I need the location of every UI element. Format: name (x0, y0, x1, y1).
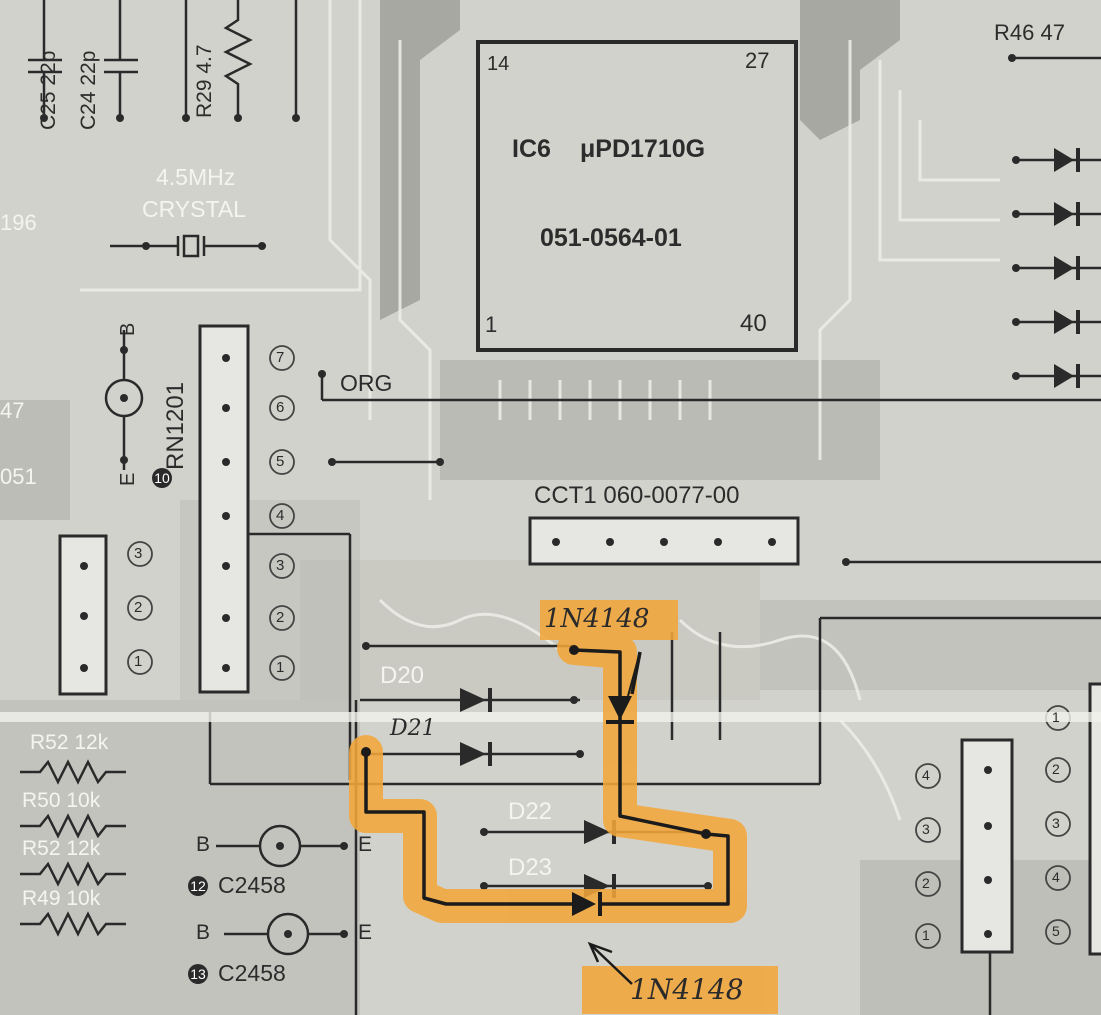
right-header-right-pin-2: 2 (1052, 761, 1060, 777)
top-left-components (28, 0, 298, 258)
small-header-pin-3: 3 (134, 545, 143, 562)
header-pin-3: 3 (276, 557, 285, 574)
rn1201-pin-e: E (117, 472, 139, 486)
crystal-freq: 4.5MHz (156, 164, 236, 190)
annotation-1n4148-top: 1N4148 (544, 604, 650, 634)
edge-label-051: 051 (0, 464, 37, 489)
right-header-left-pin-1: 1 (922, 927, 930, 943)
header-pin-7: 7 (276, 349, 285, 366)
tall-header-pin-rings (269, 345, 295, 681)
q13-number: 13 (188, 964, 208, 984)
top-left-pads (40, 114, 300, 250)
right-edge-diodes (318, 54, 1080, 466)
q12-part: C2458 (218, 872, 286, 898)
right-header-right-pin-4: 4 (1052, 869, 1060, 885)
fold-line (0, 712, 1101, 722)
header-pin-1: 1 (276, 659, 285, 676)
r52-top-label: R52 12k (30, 731, 109, 754)
hand-drawn-diodes (361, 645, 711, 916)
r29-label: R29 4.7 (193, 44, 216, 118)
q12-number: 12 (188, 876, 208, 896)
small-header-pin-1: 1 (134, 653, 143, 670)
cct1-label: CCT1 060-0077-00 (534, 482, 740, 509)
rn1201-number: 10 (152, 468, 172, 488)
right-header-left-pin-2: 2 (922, 875, 930, 891)
r52-bottom-label: R52 12k (22, 837, 101, 860)
right-header-right-pin-5: 5 (1052, 923, 1060, 939)
annotation-1n4148-bottom: 1N4148 (630, 973, 744, 1006)
right-header-right-pin-3: 3 (1052, 815, 1060, 831)
ic6-pin-br: 40 (740, 310, 767, 337)
d21-label: D21 (390, 716, 436, 741)
rn1201-label: RN1201 (162, 381, 189, 470)
ic6-part-number: μPD1710G (580, 135, 706, 163)
ic6-pin-tl: 14 (487, 53, 510, 75)
crystal-label: CRYSTAL (142, 196, 246, 222)
bottom-left-resistors (20, 759, 126, 937)
r50-label: R50 10k (22, 789, 101, 812)
right-header (960, 738, 1014, 954)
right-header-right-pin-1: 1 (1052, 709, 1060, 725)
d20-label: D20 (380, 662, 425, 689)
edge-label-196: 196 (0, 210, 37, 235)
header-pin-4: 4 (276, 507, 285, 524)
right-header-left-pin-4: 4 (922, 767, 930, 783)
c25-label: C25 22p (37, 50, 60, 130)
transistors (216, 824, 344, 956)
d23-label: D23 (508, 854, 553, 881)
tall-header (198, 324, 250, 694)
ic6-pin-bl: 1 (485, 312, 498, 337)
r49-label: R49 10k (22, 887, 101, 910)
rn1201-pin-b: B (117, 322, 139, 336)
rn1201-symbol (104, 330, 144, 470)
q12-pin-b: B (196, 833, 211, 856)
q12-pin-e: E (358, 833, 373, 856)
header-pin-6: 6 (276, 399, 285, 416)
ic6-board-number: 051-0564-01 (540, 224, 682, 252)
c24-label: C24 22p (77, 50, 100, 130)
edge-label-47: 47 (0, 398, 25, 423)
d22-label: D22 (508, 798, 553, 825)
q13-pin-b: B (196, 921, 211, 944)
r46-label: R46 47 (994, 20, 1065, 45)
header-pin-2: 2 (276, 609, 285, 626)
small-header-pin-2: 2 (134, 599, 143, 616)
right-header-left-pin-3: 3 (922, 821, 930, 837)
ic6-pin-tr: 27 (745, 48, 770, 73)
q13-pin-e: E (358, 921, 373, 944)
ic6-designator: IC6 (512, 135, 551, 163)
org-label: ORG (340, 370, 393, 396)
header-pin-5: 5 (276, 453, 285, 470)
ic6-outline (476, 40, 798, 352)
q13-part: C2458 (218, 960, 286, 986)
